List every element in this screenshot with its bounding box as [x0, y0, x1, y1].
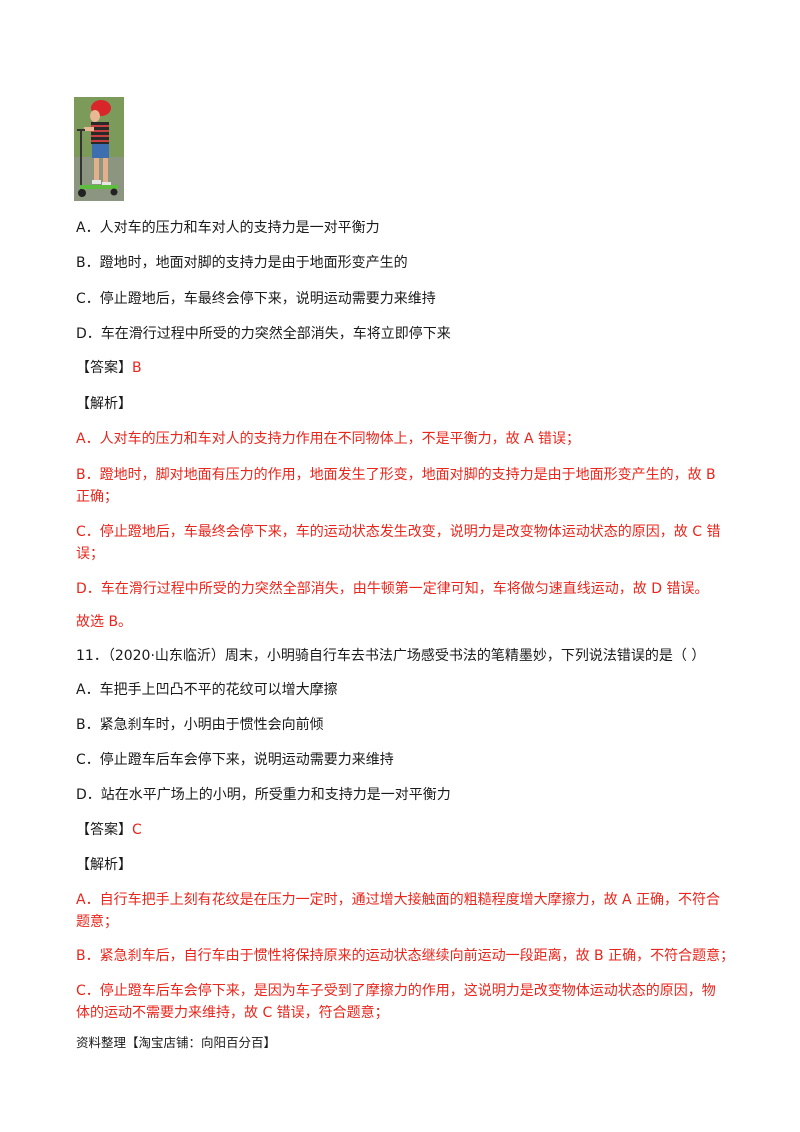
page-footer: 资料整理【淘宝店铺：向阳百分百】: [76, 1035, 277, 1050]
q11-analysis-c-1: C．停止蹬车后车会停下来，是因为车子受到了摩擦力的作用，这说明力是改变物体运动状…: [76, 983, 716, 999]
q10-option-d: D．车在滑行过程中所受的力突然全部消失，车将立即停下来: [76, 326, 451, 342]
q11-option-b: B．紧急刹车时，小明由于惯性会向前倾: [76, 717, 324, 733]
q10-option-b: B．蹬地时，地面对脚的支持力是由于地面形变产生的: [76, 255, 408, 271]
q11-option-a: A．车把手上凹凸不平的花纹可以增大摩擦: [76, 682, 338, 698]
q10-conclusion: 故选 B。: [76, 614, 133, 630]
q10-analysis-label: 【解析】: [76, 396, 132, 412]
q11-stem: 11．（2020·山东临沂）周末，小明骑自行车去书法广场感受书法的笔精墨妙，下列…: [76, 648, 706, 664]
q11-answer: 【答案】C: [76, 820, 142, 840]
q11-analysis-c-2: 体的运动不需要力来维持，故 C 错误，符合题意；: [76, 1005, 389, 1021]
q11-option-c: C．停止蹬车后车会停下来，说明运动需要力来维持: [76, 752, 394, 768]
q10-analysis-d: D．车在滑行过程中所受的力突然全部消失，由牛顿第一定律可知，车将做匀速直线运动，…: [76, 581, 709, 597]
q11-analysis-a-2: 题意；: [76, 914, 118, 930]
q11-answer-value: C: [132, 822, 142, 838]
q10-option-c: C．停止蹬地后，车最终会停下来，说明运动需要力来维持: [76, 291, 436, 307]
q11-answer-label: 【答案】: [76, 822, 132, 838]
q10-answer: 【答案】B: [76, 358, 142, 378]
q10-option-a: A．人对车的压力和车对人的支持力是一对平衡力: [76, 220, 380, 236]
q10-analysis-c-2: 误；: [76, 546, 104, 562]
q11-analysis-a-1: A．自行车把手上刻有花纹是在压力一定时，通过增大接触面的粗糙程度增大摩擦力，故 …: [76, 892, 721, 908]
q11-option-d: D．站在水平广场上的小明，所受重力和支持力是一对平衡力: [76, 787, 451, 803]
q10-analysis-a: A．人对车的压力和车对人的支持力作用在不同物体上，不是平衡力，故 A 错误；: [76, 431, 581, 447]
q10-analysis-c-1: C．停止蹬地后，车最终会停下来，车的运动状态发生改变，说明力是改变物体运动状态的…: [76, 524, 721, 540]
scooter-photo: [74, 97, 124, 201]
q10-answer-label: 【答案】: [76, 360, 132, 376]
q10-analysis-b-2: 正确；: [76, 489, 118, 505]
q10-analysis-b-1: B．蹬地时，脚对地面有压力的作用，地面发生了形变，地面对脚的支持力是由于地面形变…: [76, 467, 716, 483]
q11-analysis-label: 【解析】: [76, 857, 132, 873]
q11-analysis-b: B．紧急刹车后，自行车由于惯性将保持原来的运动状态继续向前运动一段距离，故 B …: [76, 948, 735, 964]
q10-answer-value: B: [132, 360, 142, 376]
scooter-illustration: [74, 97, 124, 201]
